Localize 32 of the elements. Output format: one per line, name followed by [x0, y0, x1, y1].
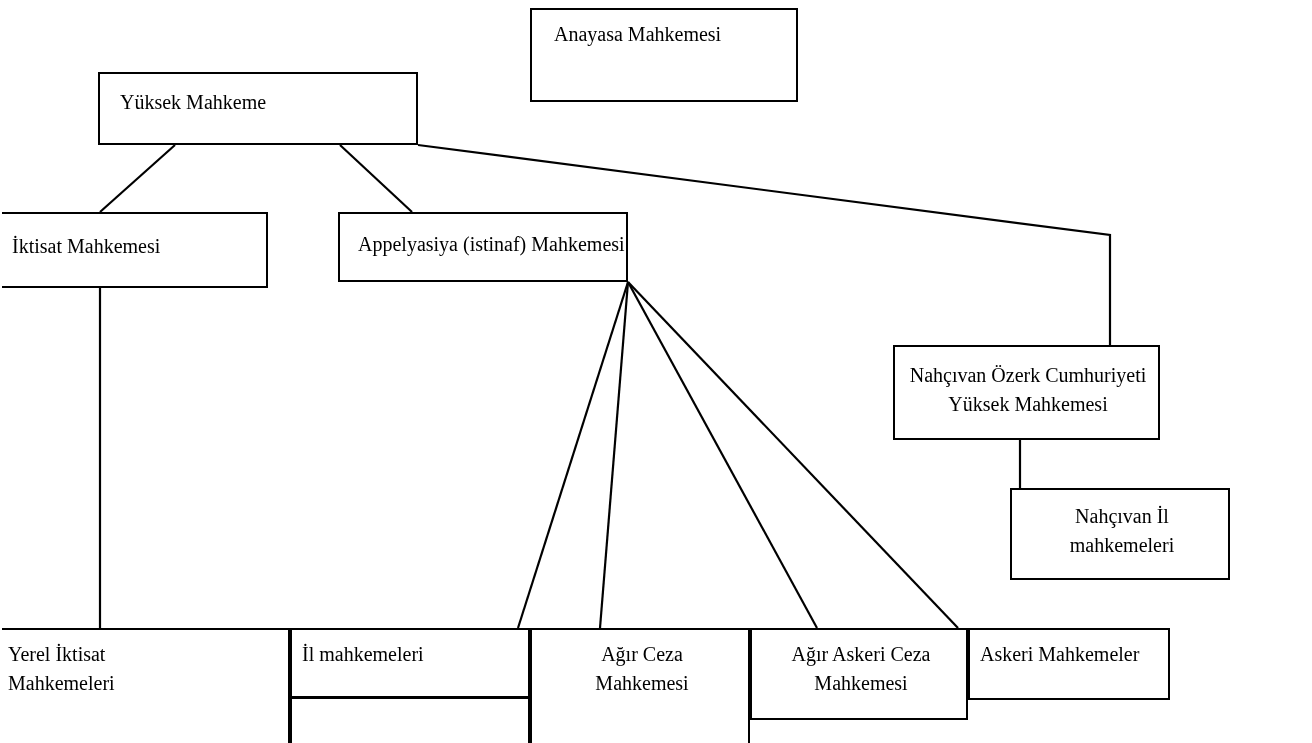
court-name: Yüksek Mahkeme	[120, 90, 268, 115]
connector-line	[99, 144, 176, 213]
court-name: Ağır Ceza Mahkemesi	[594, 642, 690, 696]
court-name: Ağır Askeri Ceza Mahkemesi	[790, 642, 932, 696]
connector-line	[98, 288, 102, 628]
court-box	[98, 72, 418, 145]
court-box	[968, 628, 1170, 700]
court-name: Anayasa Mahkemesi	[554, 22, 723, 48]
court-name: Nahçıvan Özerk Cumhuriyeti Yüksek Mahkemesi	[908, 363, 1148, 417]
court-box	[530, 628, 750, 743]
court-name: Nahçıvan İl mahkemeleri	[1068, 504, 1176, 558]
connector-line	[339, 144, 413, 213]
connector-line	[598, 281, 630, 629]
connector-line	[516, 281, 630, 629]
court-name: Yerel İktisat Mahkemeleri	[8, 642, 116, 696]
court-box	[893, 345, 1160, 440]
court-box	[750, 628, 968, 720]
court-box	[338, 212, 628, 282]
court-box	[530, 8, 798, 102]
court-box	[290, 628, 530, 698]
connector-line	[627, 281, 818, 629]
court-box	[2, 212, 268, 288]
connector-line	[417, 143, 1112, 345]
connector-line	[627, 281, 959, 629]
court-name: Appelyasiya (istinaf) Mahkemesi	[358, 232, 626, 258]
court-name: Askeri Mahkemeler	[980, 642, 1141, 667]
court-name: İl mahkemeleri	[302, 642, 425, 667]
court-box	[1010, 488, 1230, 580]
court-name: İktisat Mahkemesi	[12, 234, 162, 259]
court-box	[2, 628, 290, 743]
empty-box	[290, 697, 530, 743]
connector-line	[1018, 440, 1022, 488]
